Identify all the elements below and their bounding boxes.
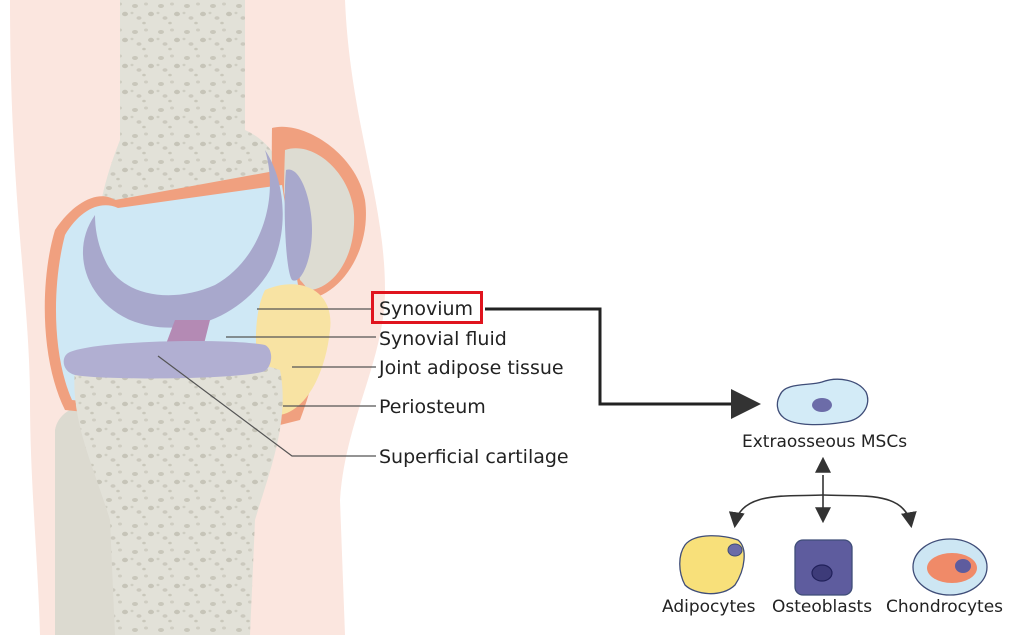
- joint-adipose-label: Joint adipose tissue: [379, 357, 564, 379]
- chondrocyte-nucleus: [955, 559, 971, 573]
- diff-arrow-chondrocyte: [823, 495, 911, 525]
- tibial-cartilage: [64, 341, 271, 378]
- superficial-cartilage-label: Superficial cartilage: [379, 446, 569, 468]
- adipocyte-nucleus: [728, 544, 742, 556]
- synovial-fluid-label: Synovial fluid: [379, 328, 507, 350]
- periosteum-label: Periosteum: [379, 396, 486, 418]
- synovium-label: Synovium: [379, 298, 473, 320]
- osteoblasts-label: Osteoblasts: [772, 597, 872, 617]
- msc-label: Extraosseous MSCs: [742, 432, 907, 452]
- adipocytes-label: Adipocytes: [662, 597, 755, 617]
- diff-arrow-adipocyte: [735, 495, 823, 525]
- chondrocytes-label: Chondrocytes: [886, 597, 1003, 617]
- msc-nucleus: [812, 398, 832, 412]
- osteoblast-nucleus: [812, 565, 832, 581]
